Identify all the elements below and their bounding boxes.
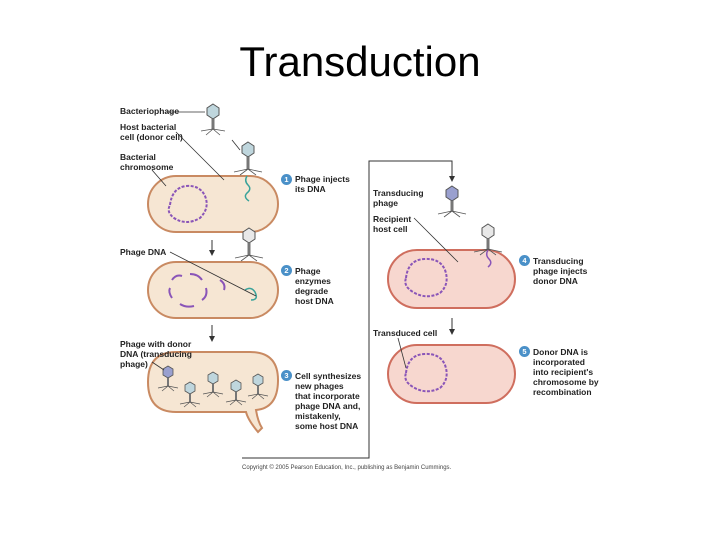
label-transduced-cell: Transduced cell xyxy=(373,328,438,338)
step-3-badge: 3 xyxy=(281,370,292,381)
phage-dna xyxy=(244,287,258,301)
step-4-text: Transducing phage injects donor DNA xyxy=(533,256,588,286)
step-arrow xyxy=(209,240,215,256)
transduced-cell xyxy=(387,344,516,404)
donor-cell xyxy=(147,261,279,319)
bacterial-chromosome xyxy=(167,184,208,223)
step-2-text: Phage enzymes degrade host DNA xyxy=(295,266,334,306)
bacteriophage xyxy=(200,103,226,136)
transducing-phage xyxy=(473,223,503,256)
progeny-phages xyxy=(157,365,269,408)
step-5-text: Donor DNA is incorporated into recipient… xyxy=(533,347,599,397)
phage-dna xyxy=(244,175,251,202)
donor-cell xyxy=(147,175,279,233)
step-4-badge: 4 xyxy=(519,255,530,266)
step-5-badge: 5 xyxy=(519,346,530,357)
bacteriophage xyxy=(233,141,263,176)
step-1-text: Phage injects its DNA xyxy=(295,174,350,194)
recipient-chromosome xyxy=(404,257,448,298)
label-bacterial-chromosome: Bacterial chromosome xyxy=(120,152,174,172)
label-transducing-phage: Transducing phage xyxy=(373,188,424,208)
label-phage-with-donor-dna: Phage with donor DNA (transducing phage) xyxy=(120,339,192,369)
page-title: Transduction xyxy=(239,38,481,85)
label-recipient-host-cell: Recipient host cell xyxy=(373,214,412,234)
leader-lines xyxy=(151,111,459,371)
step-arrow xyxy=(209,325,215,342)
donor-dna xyxy=(485,249,492,268)
label-phage-dna: Phage DNA xyxy=(120,247,167,257)
recipient-cell xyxy=(387,249,516,309)
label-bacteriophage: Bacteriophage xyxy=(120,106,180,116)
connector-arrowhead xyxy=(449,176,455,182)
step-arrow xyxy=(449,318,455,335)
step-1-badge: 1 xyxy=(281,174,292,185)
step-2-badge: 2 xyxy=(281,265,292,276)
degraded-host-dna xyxy=(168,273,226,308)
transducing-phage xyxy=(437,185,467,218)
connector-line xyxy=(242,160,453,459)
copyright-notice: Copyright © 2005 Pearson Education, Inc.… xyxy=(242,465,452,471)
label-host-cell: Host bacterial cell (donor cell) xyxy=(120,122,183,142)
bacteriophage xyxy=(234,227,264,262)
step-3-text: Cell synthesizes new phages that incorpo… xyxy=(295,371,362,431)
recombinant-chromosome xyxy=(404,352,448,393)
